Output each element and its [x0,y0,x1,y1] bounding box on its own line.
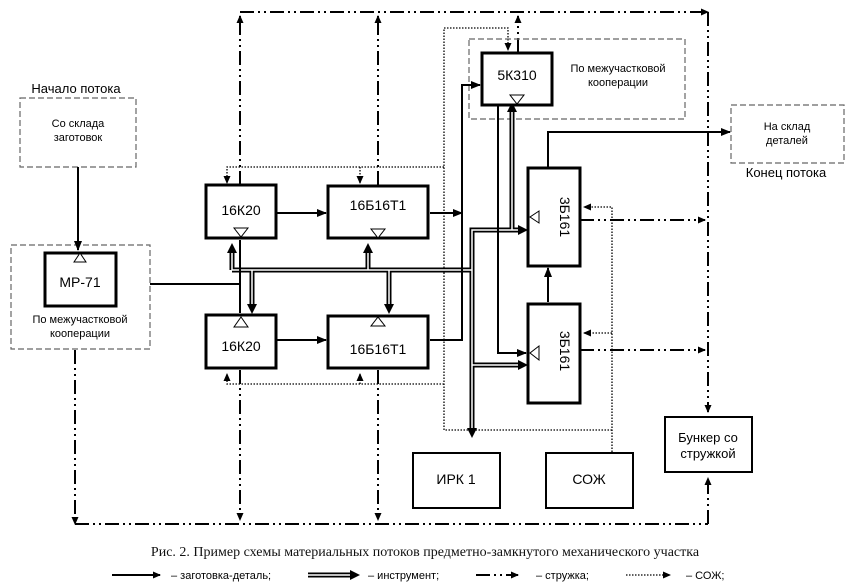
bunker-box[interactable]: Бункер со стружкой [664,416,753,473]
flow-end-label: Конец потока [746,165,827,180]
figure-caption: Рис. 2. Пример схемы материальных потоко… [151,545,700,560]
tool-triangle-icon [233,316,249,328]
legend-label: – инструмент; [368,570,439,582]
workpiece-flow-lines [74,81,731,357]
tool-triangle-icon [508,94,526,105]
irk-label: ИРК 1 [436,471,475,487]
tool-triangle-icon [232,227,250,238]
tool-triangle-icon [369,228,387,239]
tool-triangle-icon [529,344,540,362]
tool-flow-lines [227,102,528,438]
legend-label: – заготовка-деталь; [171,570,271,582]
machine-label: 16Б16Т1 [350,341,407,357]
bunker-label-line2: стружкой [680,446,735,461]
legend-item-tool: – инструмент; [308,570,439,582]
legend-label: – СОЖ; [686,570,724,582]
machine-3b161-bottom[interactable]: 3Б161 [526,302,582,405]
machine-label: 16Б16Т1 [350,197,407,213]
coop-left-line1: По межучастковой [32,314,127,326]
coolant-box[interactable]: СОЖ [545,452,634,509]
machine-16k20-top[interactable]: 16К20 [204,183,278,240]
irk-box[interactable]: ИРК 1 [412,452,501,509]
flow-start-label: Начало потока [31,81,121,96]
machine-label: МР-71 [59,274,100,290]
legend: – заготовка-деталь; – инструмент; – стру… [112,570,724,582]
coolant-flow-lines [223,27,613,452]
coop-group-left [10,244,151,350]
legend-item-coolant: – СОЖ; [626,570,724,582]
dest-store-box [730,104,845,164]
machine-16b16t1-bottom[interactable]: 16Б16Т1 [326,314,430,370]
legend-item-workpiece: – заготовка-деталь; [112,570,271,582]
machine-label: 16К20 [221,338,261,354]
legend-double-line-icon [350,570,360,580]
machine-label: 5К310 [497,67,537,83]
source-store-line2: заготовок [54,132,103,144]
dest-store-line2: деталей [766,135,808,147]
legend-label: – стружка; [536,570,589,582]
machine-label: 3Б161 [557,197,573,238]
bunker-label-line1: Бункер со [678,430,738,445]
coop-left-line2: кооперации [50,328,110,340]
source-store-line1: Со склада [52,118,106,130]
dest-store-line1: На склад [764,121,811,133]
machine-16b16t1-top[interactable]: 16Б16Т1 [326,184,430,240]
coop-top-line2: кооперации [588,77,648,89]
machine-5k310[interactable]: 5К310 [480,51,554,107]
coolant-label: СОЖ [572,471,605,487]
coop-group-top [468,38,686,120]
machine-label: 16К20 [221,202,261,218]
tool-triangle-icon [529,210,540,224]
tool-triangle-icon [369,316,387,327]
machine-3b161-top[interactable]: 3Б161 [526,166,582,268]
machine-16k20-bottom[interactable]: 16К20 [204,313,278,370]
tool-triangle-icon [73,252,87,263]
legend-item-chips: – стружка; [476,570,589,582]
chip-flow-lines [71,8,712,525]
machine-mp71[interactable]: МР-71 [43,251,118,308]
coop-top-line1: По межучастковой [570,63,665,75]
machine-label: 3Б161 [557,331,573,372]
